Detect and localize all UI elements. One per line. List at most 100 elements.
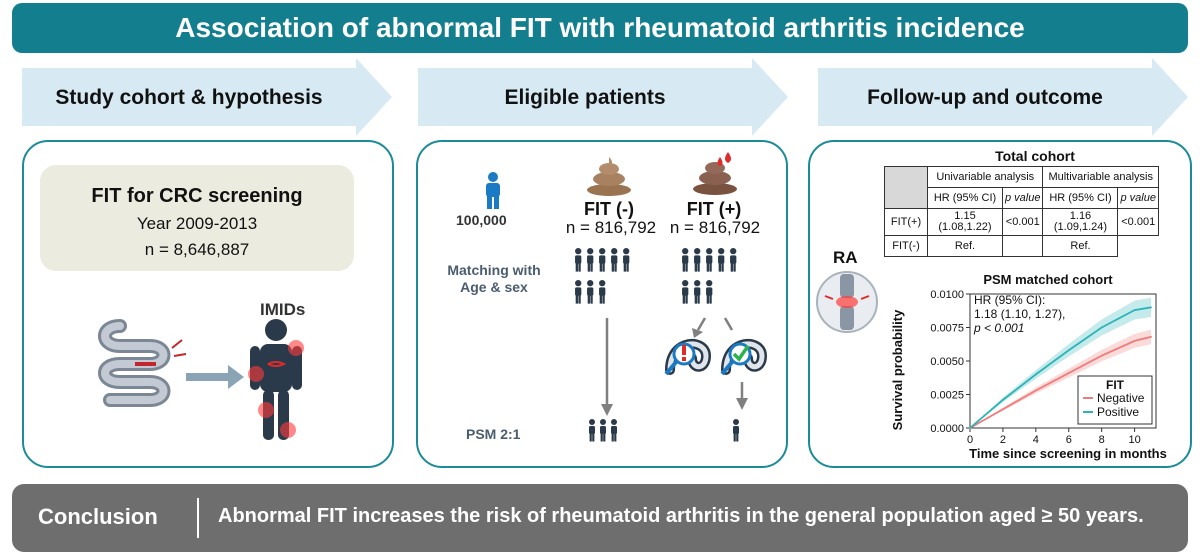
legend-entry: Positive [1097,405,1139,419]
conclusion-bar: Conclusion Abnormal FIT increases the ri… [12,484,1188,552]
person-icon [706,248,713,272]
person-icon [575,248,582,272]
data-point [1133,309,1136,311]
multi-p-value: <0.001 [1117,208,1159,236]
person-icon [600,419,606,442]
data-point [1150,335,1152,338]
y-tick-label: 0.0025 [930,390,964,402]
fit-negative-n: n = 816,792 [565,218,657,237]
data-point [1034,373,1037,376]
col-multi-hr: HR (95% CI) [1042,187,1119,209]
people-group-negative [575,248,630,304]
x-tick-label: 6 [1066,434,1072,446]
main-title: Association of abnormal FIT with rheumat… [175,12,1025,43]
x-tick-label: 8 [1099,434,1105,446]
fit-positive-label: FIT (+) [686,199,742,219]
series-ci-band-positive [970,297,1152,428]
chart-title: PSM matched cohort [983,272,1113,287]
step-arrow-1 [22,58,392,136]
person-icon [730,248,737,272]
col-uni-p: p value [1001,187,1044,209]
person-icon [706,280,713,304]
x-axis-label: Time since screening in months [969,446,1167,461]
data-point [969,427,971,429]
stool-icon-negative [587,157,631,196]
uni-ref: Ref. [927,235,1003,257]
person-inflammation-icon [248,319,304,440]
person-icon [589,419,595,442]
multi-ref-p [1117,235,1159,257]
person-icon [694,280,701,304]
hr-annotation-line: 1.18 (1.10, 1.27), [974,307,1065,321]
person-icon [599,248,606,272]
colonoscopy-alert-icon [664,338,712,376]
data-point [1067,349,1070,352]
step-label-2: Eligible patients [504,86,666,109]
person-icon [587,280,594,304]
hr-annotation-line: HR (95% CI): [974,293,1045,307]
row-fit-neg: FIT(-) [884,235,928,257]
colonoscopy-check-icon [720,338,768,376]
conclusion-divider [197,498,199,538]
matching-label: Matching with Age & sex [447,262,541,295]
data-point [1133,340,1136,342]
uni-hr-value: 1.15 (1.08,1.22) [927,208,1003,236]
person-icon [718,248,725,272]
legend-entry: Negative [1097,391,1145,405]
person-icon [682,280,689,304]
right-arrow-icon [186,365,244,389]
legend-title: FIT [1106,378,1125,392]
y-tick-label: 0.0100 [930,289,964,301]
person-icon [611,419,617,442]
data-point [1002,408,1004,411]
step-label-1: Study cohort & hypothesis [55,86,323,109]
x-tick-label: 4 [1033,434,1039,446]
x-tick-label: 10 [1128,434,1140,446]
person-icon [694,248,701,272]
table-corner [884,166,928,209]
intestine-icon [98,319,187,407]
y-tick-label: 0.0050 [930,356,964,368]
multi-hr-value: 1.16 (1.09,1.24) [1042,208,1119,236]
hazard-ratio-table: Univariable analysis Multivariable analy… [884,166,1159,257]
people-psm-positive [733,419,739,442]
fit-box-title: FIT for CRC screening [91,185,303,207]
person-icon [575,280,582,304]
x-tick-label: 0 [967,434,973,446]
multi-ref: Ref. [1042,235,1119,257]
step-arrow-2 [418,58,788,136]
person-icon [623,248,630,272]
person-icon [599,280,606,304]
person-icon [733,419,739,442]
person-icon [486,172,500,209]
data-point [1067,372,1070,374]
y-tick-label: 0.0000 [930,423,964,435]
y-tick-label: 0.0075 [930,323,964,335]
fit-screening-box: FIT for CRC screening Year 2009-2013 n =… [40,165,354,271]
fit-positive-n: n = 816,792 [669,218,761,237]
data-point [1100,354,1103,357]
conclusion-label: Conclusion [38,504,158,529]
step-label-3: Follow-up and outcome [867,86,1103,109]
fit-box-n: n = 8,646,887 [144,240,250,259]
stool-blood-icon-positive [693,152,737,195]
people-psm-negative [589,419,617,442]
col-univariable: Univariable analysis [926,166,1044,188]
uni-ref-p [1001,235,1044,257]
data-point [1150,306,1152,309]
table-title: Total cohort [995,148,1075,164]
title-banner: Association of abnormal FIT with rheumat… [12,3,1188,53]
fit-box-year: Year 2009-2013 [136,214,258,233]
person-icon [611,248,618,272]
data-point [1034,389,1037,392]
col-multivariable: Multivariable analysis [1042,166,1159,188]
flow-arrows [601,317,748,416]
y-axis-label: Survival probability [890,309,905,430]
uni-p-value: <0.001 [1001,208,1044,236]
people-group-positive [682,248,737,304]
data-point [1100,326,1103,329]
conclusion-text: Abnormal FIT increases the risk of rheum… [218,505,1144,527]
person-icon [682,248,689,272]
survival-chart: PSM matched cohort Survival probability … [890,272,1167,461]
col-uni-hr: HR (95% CI) [927,187,1003,209]
